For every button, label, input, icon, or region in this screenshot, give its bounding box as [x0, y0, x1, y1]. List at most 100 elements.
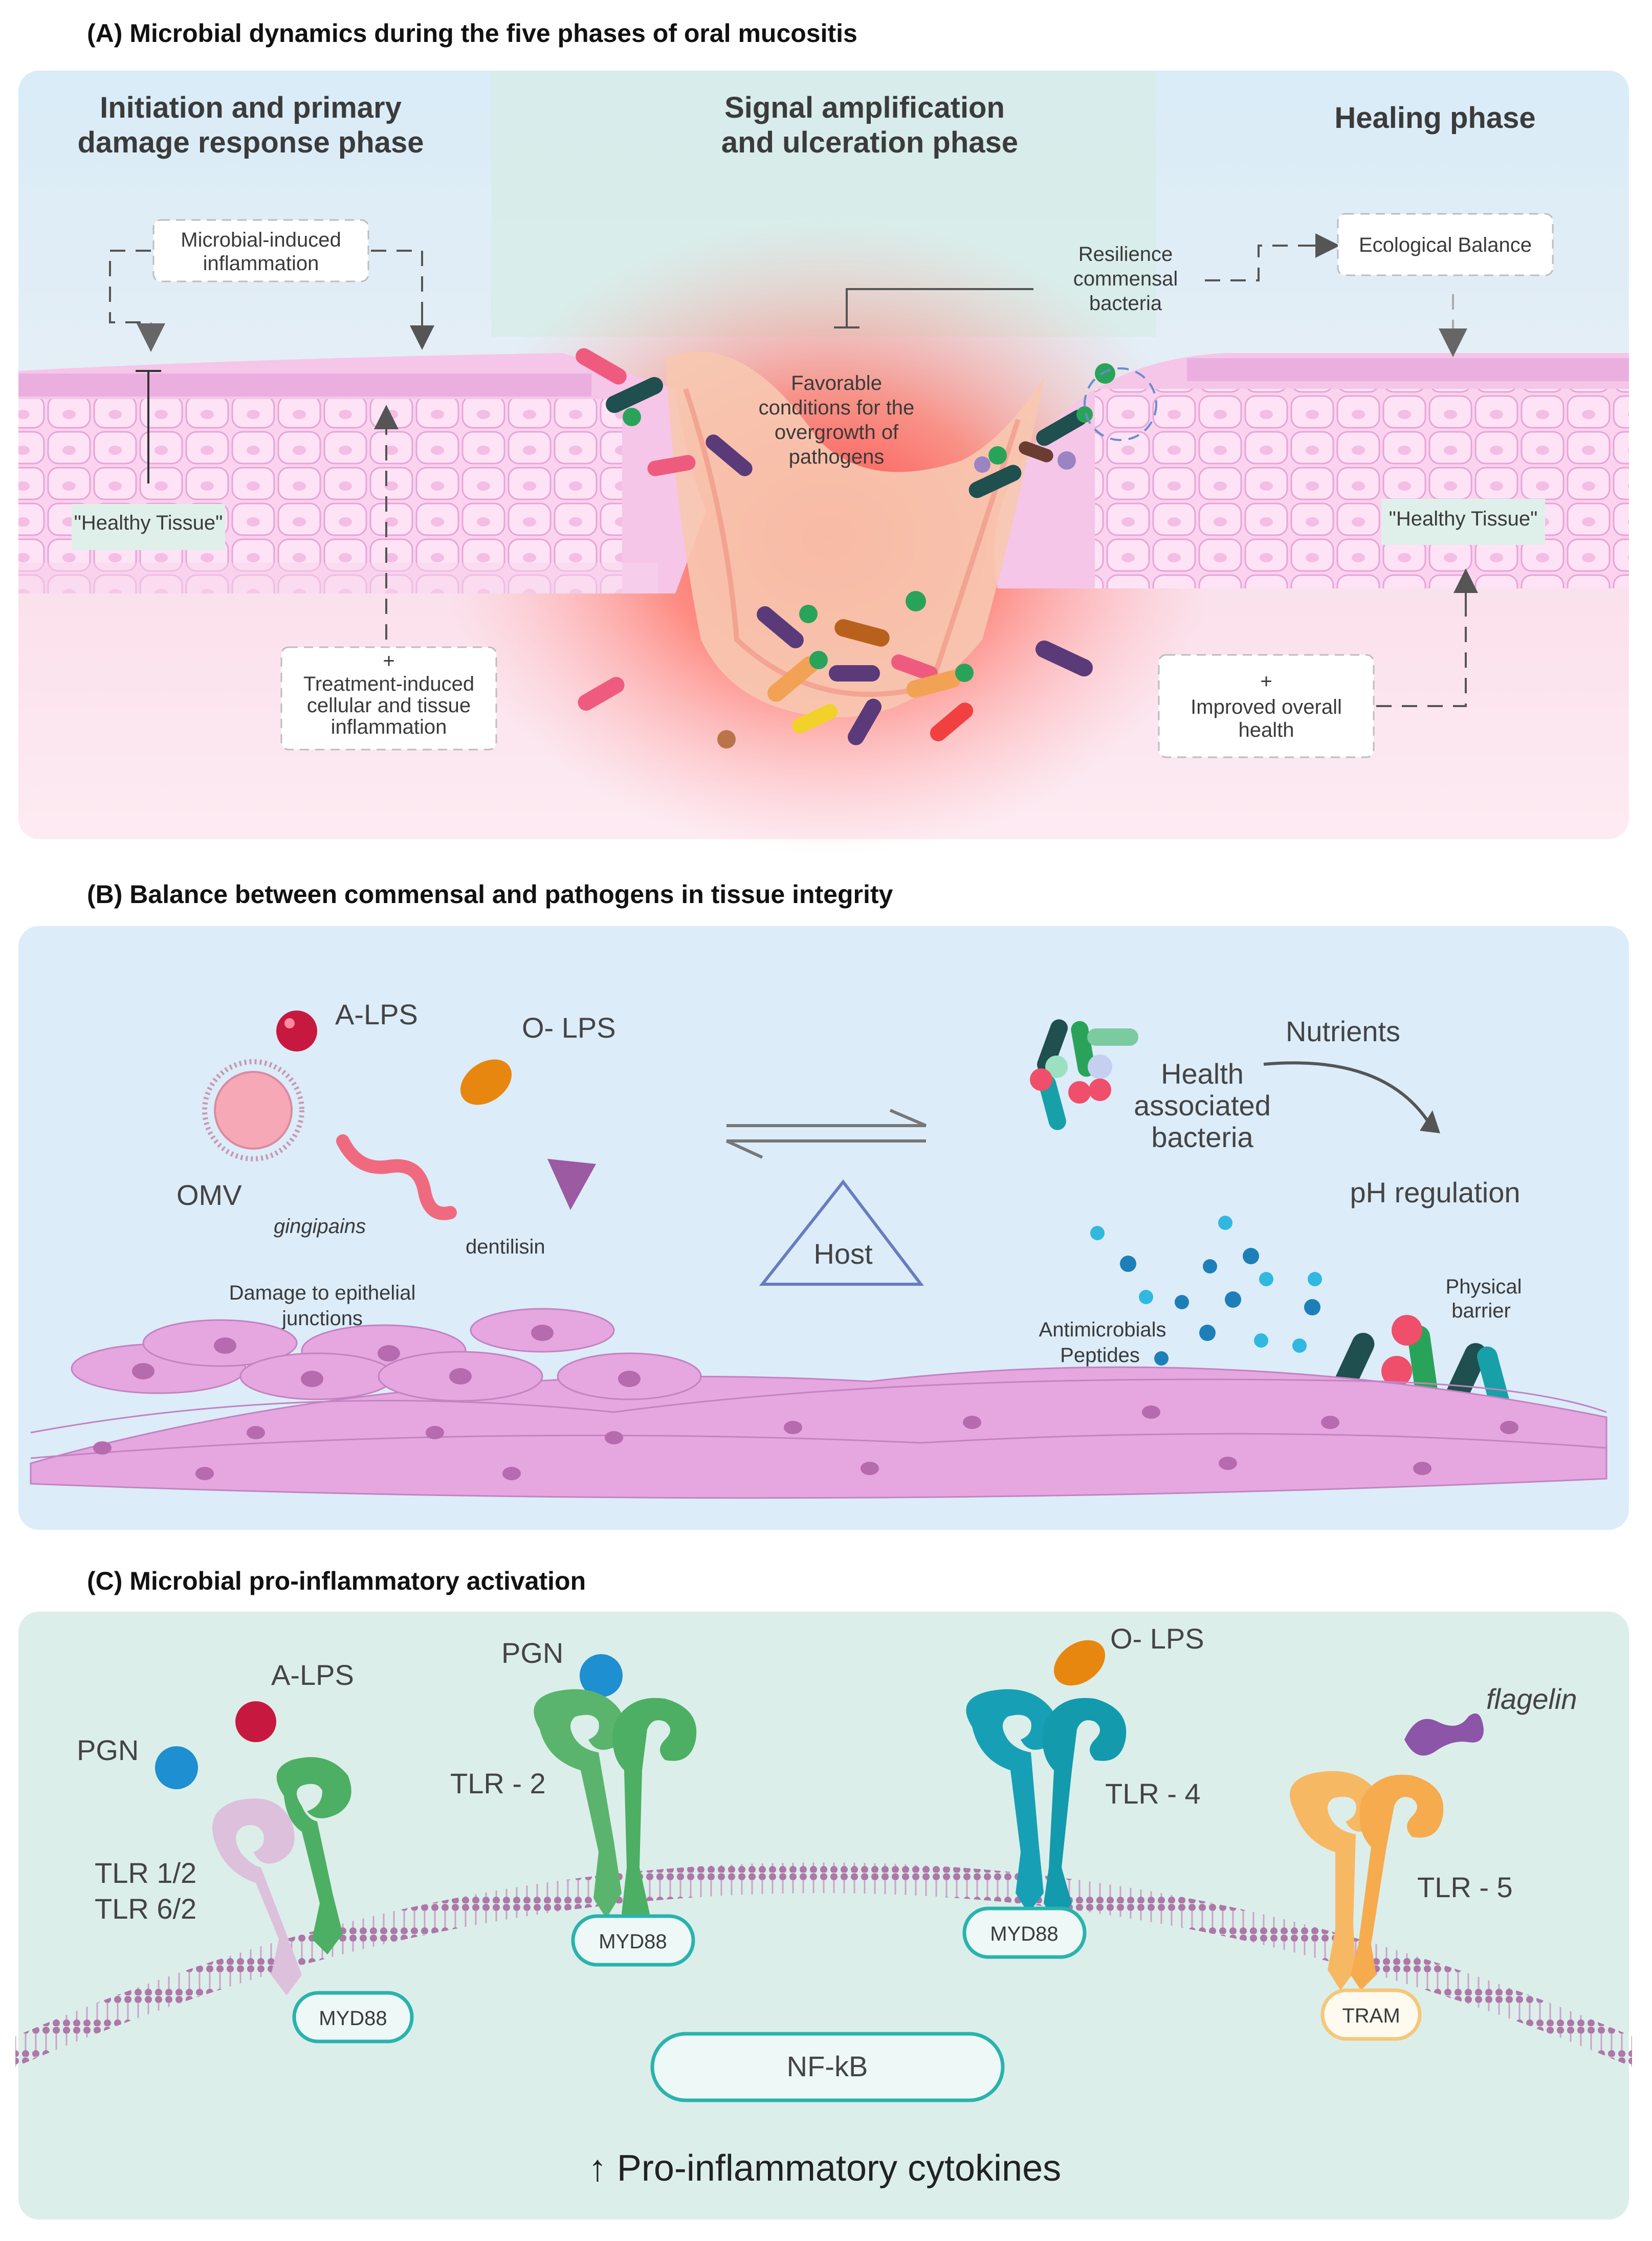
omv-label: OMV: [177, 1179, 242, 1211]
rod-bacterium: [848, 698, 882, 745]
myd88-1-pill: [292, 1991, 414, 2044]
nutrients-arrow: [1263, 1061, 1429, 1122]
o-lps-c-label: O- LPS: [1110, 1622, 1204, 1655]
inhibition-line: [846, 288, 1033, 327]
a-lps-icon: [276, 1010, 317, 1051]
phase-initiation-line2: damage response phase: [78, 126, 424, 159]
balance-back-head: [725, 1139, 763, 1159]
tlr-2-label: TLR - 2: [450, 1767, 546, 1799]
health-bacteria-line1: Health: [1161, 1058, 1244, 1090]
treatment-line1: Treatment-induced: [303, 673, 474, 695]
rod-bacterium: [578, 677, 625, 711]
ecological-balance-box: [1337, 213, 1554, 276]
damage-line1: Damage to epithelial: [229, 1282, 416, 1304]
improved-line1: Improved overall: [1191, 696, 1342, 718]
rod-bacterium: [829, 665, 880, 682]
rod-bacterium: [606, 377, 663, 413]
gingipains-label: gingipains: [274, 1215, 366, 1238]
rod-bacterium: [968, 465, 1022, 498]
treatment-plus: +: [383, 650, 394, 672]
a-lps-highlight: [284, 1018, 295, 1028]
o-lps-icon: [460, 1059, 512, 1105]
flagelin-icon: [1404, 1713, 1484, 1756]
nutrients-label: Nutrients: [1286, 1015, 1400, 1047]
cytokines-label: ↑ Pro-inflammatory cytokines: [588, 2148, 1061, 2189]
panel-b: (B) Balance between commensal and pathog…: [18, 880, 1629, 1530]
rod-bacterium: [906, 670, 961, 698]
panel-c-background: [18, 1612, 1629, 2220]
coccus-bacterium: [955, 664, 974, 682]
ulcer-edge: [683, 388, 1021, 697]
microbial-induced-box: [152, 219, 369, 282]
microbial-induced-line1: Microbial-induced: [181, 229, 341, 251]
tram-pill: [1320, 1988, 1422, 2041]
phase-healing: Healing phase: [1334, 101, 1535, 135]
rod-bacterium: [1036, 409, 1087, 446]
rod-bacterium: [834, 619, 890, 647]
cell-membrane: [15, 1862, 1632, 2067]
rod-bacterium: [1019, 441, 1053, 463]
health-bacteria-line3: bacteria: [1151, 1121, 1253, 1153]
healthy-tissue-left: "Healthy Tissue": [74, 512, 223, 534]
rod-bacterium: [1036, 640, 1093, 677]
panel-b-title: (B) Balance between commensal and pathog…: [87, 880, 893, 909]
a-lps-c-icon: [235, 1701, 276, 1742]
rod-bacterium: [930, 702, 974, 741]
resilience-line1: Resilience: [1078, 243, 1173, 266]
improved-line2: health: [1239, 719, 1294, 741]
myd88-2: MYD88: [599, 1930, 667, 1953]
a-lps-c-label: A-LPS: [271, 1659, 354, 1691]
nutrients-arrow-head: [1420, 1110, 1440, 1133]
flagelin-label: flagelin: [1486, 1683, 1577, 1715]
rod-bacterium: [757, 606, 804, 649]
myd88-3: MYD88: [990, 1923, 1058, 1945]
rod-bacterium: [791, 704, 838, 734]
tlr-4-label: TLR - 4: [1105, 1777, 1201, 1810]
dentilisin-icon: [547, 1159, 596, 1210]
phase-signal-line2: and ulceration phase: [721, 126, 1018, 159]
connector-line: [1376, 594, 1467, 707]
phase-initiation-line1: Initiation and primary: [100, 91, 402, 124]
epithelial-tissue-b: [30, 1308, 1607, 1499]
omv-core: [214, 1071, 293, 1150]
tlr-1-2-receptor: [212, 1757, 351, 1995]
improved-plus: +: [1260, 670, 1272, 693]
tram-label: TRAM: [1342, 2005, 1400, 2027]
coccus-bacterium: [988, 446, 1007, 465]
host-triangle: [759, 1179, 924, 1286]
physical-barrier-line1: Physical: [1446, 1276, 1522, 1298]
connector-line: [1205, 245, 1310, 281]
improved-health-box: [1158, 654, 1375, 758]
antimicrobial-peptides-icon: [1090, 1216, 1322, 1366]
resilience-line3: bacteria: [1089, 292, 1162, 315]
o-lps-label: O- LPS: [522, 1012, 616, 1044]
host-label: Host: [813, 1238, 873, 1270]
health-bacteria-line2: associated: [1134, 1089, 1271, 1122]
rod-bacterium: [706, 434, 753, 476]
favorable-line4: pathogens: [789, 446, 885, 468]
healthy-tissue-right: "Healthy Tissue": [1389, 508, 1538, 530]
connector-line: [109, 250, 151, 323]
omv-icon: [202, 1059, 304, 1161]
phase-signal-line1: Signal amplification: [724, 91, 1005, 124]
panel-c-title: (C) Microbial pro-inflammatory activatio…: [87, 1567, 586, 1595]
a-lps-label: A-LPS: [335, 998, 418, 1030]
gingipains-icon: [336, 1134, 457, 1220]
myd88-2-pill: [571, 1914, 695, 1967]
favorable-line1: Favorable: [791, 372, 882, 394]
healthy-tissue-left-box: [72, 504, 225, 550]
damage-line2: junctions: [281, 1307, 363, 1330]
resilience-bubble: [1084, 367, 1157, 441]
ecological-balance: Ecological Balance: [1359, 234, 1532, 256]
physical-barrier-line2: barrier: [1451, 1300, 1511, 1322]
tlr-4-receptor: [966, 1689, 1127, 1924]
rod-bacterium: [891, 654, 938, 682]
bacteria-cluster-a: [576, 348, 1157, 749]
favorable-line3: overgrowth of: [775, 421, 899, 444]
myd88-1: MYD88: [319, 2007, 387, 2030]
rod-bacterium: [576, 348, 627, 385]
pgn-mid-label: PGN: [501, 1637, 563, 1669]
tlr-12-label: TLR 1/2: [95, 1857, 196, 1889]
coccus-bacterium: [1095, 363, 1115, 384]
myd88-3-pill: [962, 1906, 1087, 1959]
